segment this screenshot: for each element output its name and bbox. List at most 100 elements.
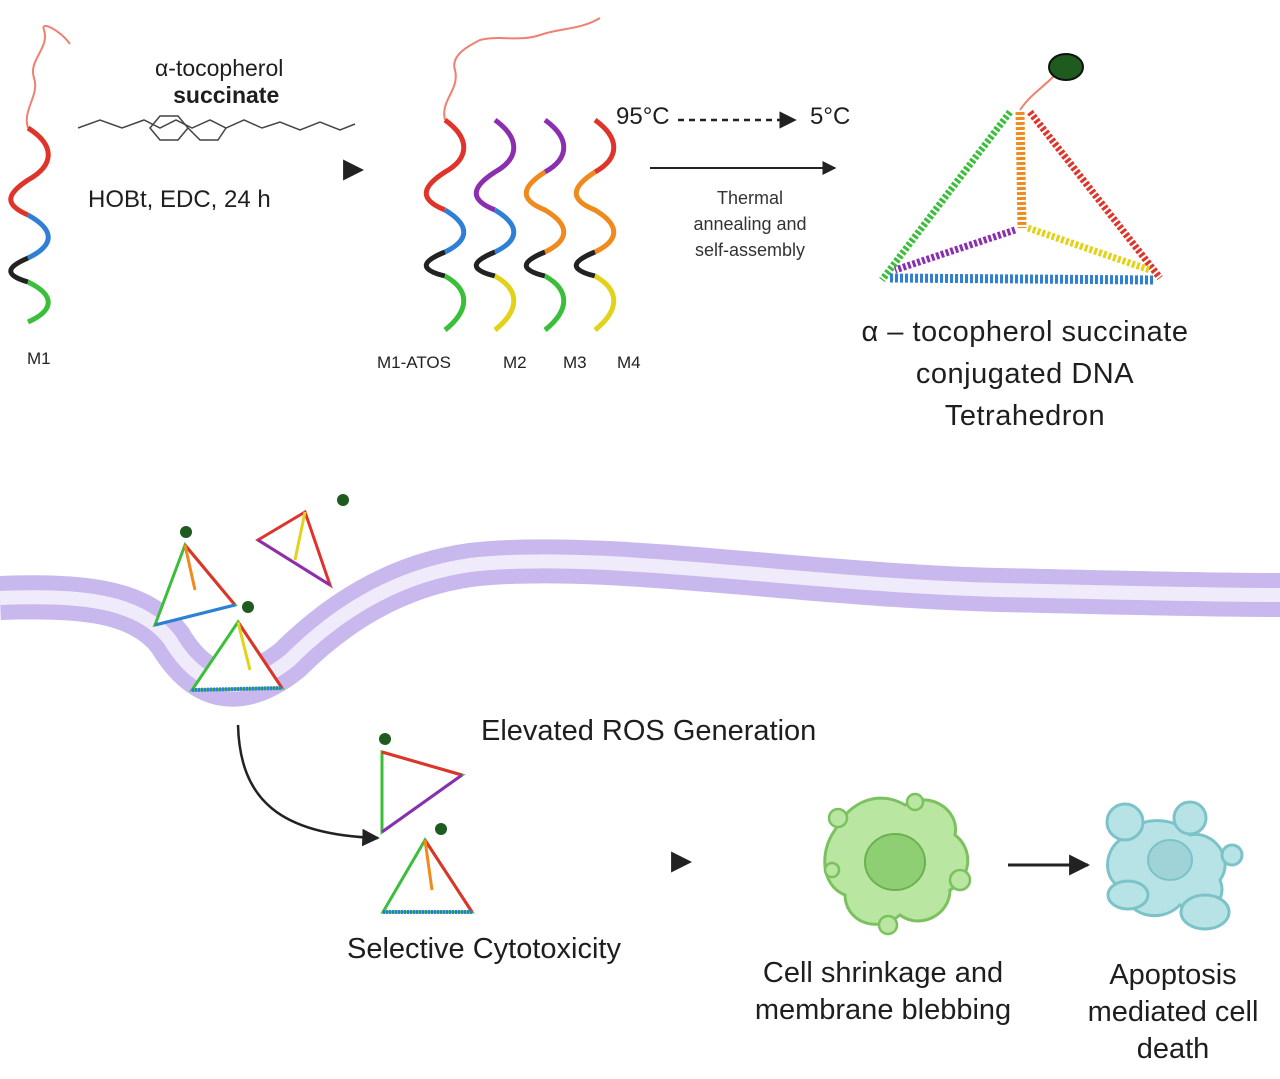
edge-green [879,109,1013,283]
bleb-4 [823,861,841,879]
tetrahedron-small-2 [255,494,349,589]
annealing-label: Thermal annealing and self-assembly [676,185,824,263]
bleb-2 [905,792,925,812]
annealing-line3: self-assembly [694,240,806,260]
product-line2: conjugated DNA [915,358,1135,390]
shrinkage-label: Cell shrinkage and membrane blebbing [733,955,1033,1029]
m1-red-segment [8,125,51,218]
label-m2: M2 [503,353,527,372]
m4-black-segment [573,249,596,279]
edge-red [1027,109,1163,281]
label-m4: M4 [617,353,641,372]
tetra-5-ligand [435,823,447,835]
tetra-1-red-edge [183,544,237,606]
shrinking-cell [823,792,972,936]
reaction-conditions: HOBt, EDC, 24 h [88,186,271,213]
tetra-1-orange-edge [183,544,197,591]
apoptotic-body-3 [1179,893,1231,931]
apoptotic-body-4 [1220,843,1244,867]
tetra-3-blue-edge [191,686,283,692]
temp-start: 95°C [616,103,670,130]
apoptotic-body-1 [1105,802,1145,842]
label-m3: M3 [563,353,587,372]
tetra-2-purple-edge [257,538,331,587]
cell-membrane [0,539,1280,707]
apoptotic-nucleus [1147,839,1193,881]
m1-linker [25,25,71,129]
apoptosis-label: Apoptosis mediated cell death [1066,957,1280,1068]
atos-black-segment [423,249,446,279]
apoptosis-line2: mediated cell [1087,996,1259,1028]
edge-orange [1015,111,1027,229]
tetrahedron-small-1 [152,526,238,628]
m2-yellow-segment [493,273,517,332]
strand-m3 [523,117,567,332]
m4-yellow-segment [593,273,617,332]
internalization-arrow [236,724,380,847]
reaction-step [77,115,365,181]
tetra-3-yellow-edge [236,621,252,671]
ligand-bead [1048,53,1084,81]
apoptotic-cell [1105,800,1244,931]
label-m1: M1 [27,349,51,368]
strand-m1-atos [423,17,601,332]
m2-purple-segment [473,117,517,213]
edge-purple [893,226,1017,274]
atos-blue-segment [443,207,467,255]
tocopherol-structure [77,119,356,131]
product-label: α – tocopherol succinate conjugated DNA … [800,311,1250,437]
m3-black-segment [523,249,546,279]
label-m1-atos: M1-ATOS [377,353,451,372]
reagent-line2: succinate [173,82,280,108]
m4-orange-segment [573,169,617,255]
dna-tetrahedron-large [879,53,1163,285]
apoptosis-line3: death [1136,1033,1210,1065]
tetrahedron-internal-1 [379,733,466,835]
strand-m1 [8,25,71,325]
temp-end: 5°C [810,103,851,130]
m3-green-segment [543,273,567,332]
annealing-line2: annealing and [693,214,807,234]
m2-black-segment [473,249,496,279]
apoptosis-line1: Apoptosis [1109,959,1237,991]
shrinking-cell-nucleus [864,833,926,891]
strand-m4 [573,117,617,332]
m2-blue-segment [493,207,517,255]
m3-orange-segment [523,169,567,255]
tetra-1-ligand [180,526,192,538]
tetra-2-yellow-edge [293,511,307,561]
m1-black-segment [8,255,30,285]
m3-purple-segment [543,117,567,175]
ros-label: Elevated ROS Generation [481,715,817,747]
product-line1: α – tocopherol succinate [861,316,1189,348]
ligand-linker [1019,74,1056,111]
tetra-1-blue-edge [154,603,236,627]
tetra-4-purple-edge [381,773,463,834]
edge-yellow [1026,224,1152,274]
tetra-5-orange-edge [423,839,434,891]
bleb-1 [827,807,849,829]
m4-red-segment [593,117,617,175]
atos-red-segment [423,117,467,213]
reagent-line1: α-tocopherol [155,55,284,81]
apoptotic-body-2 [1172,800,1208,836]
tetrahedron-small-3 [189,601,285,692]
tetra-3-ligand [242,601,254,613]
m1-green-segment [26,279,51,325]
bleb-5 [877,914,899,936]
tetra-4-red-edge [381,750,463,777]
bleb-3 [948,868,972,892]
edge-blue [889,273,1156,285]
shrinkage-line2: membrane blebbing [754,994,1012,1026]
tetra-3-red-edge [236,621,284,689]
annealing-line1: Thermal [716,188,783,208]
tetrahedron-internal-2 [380,823,475,914]
reagent-label: α-tocopherol succinate [155,55,283,109]
apoptotic-body-5 [1106,879,1150,911]
shrinkage-line1: Cell shrinkage and [762,957,1004,989]
tetra-5-red-edge [423,839,474,913]
strand-m2 [473,117,517,332]
cytotoxicity-label: Selective Cytotoxicity [347,933,621,965]
m1-blue-segment [26,212,51,261]
